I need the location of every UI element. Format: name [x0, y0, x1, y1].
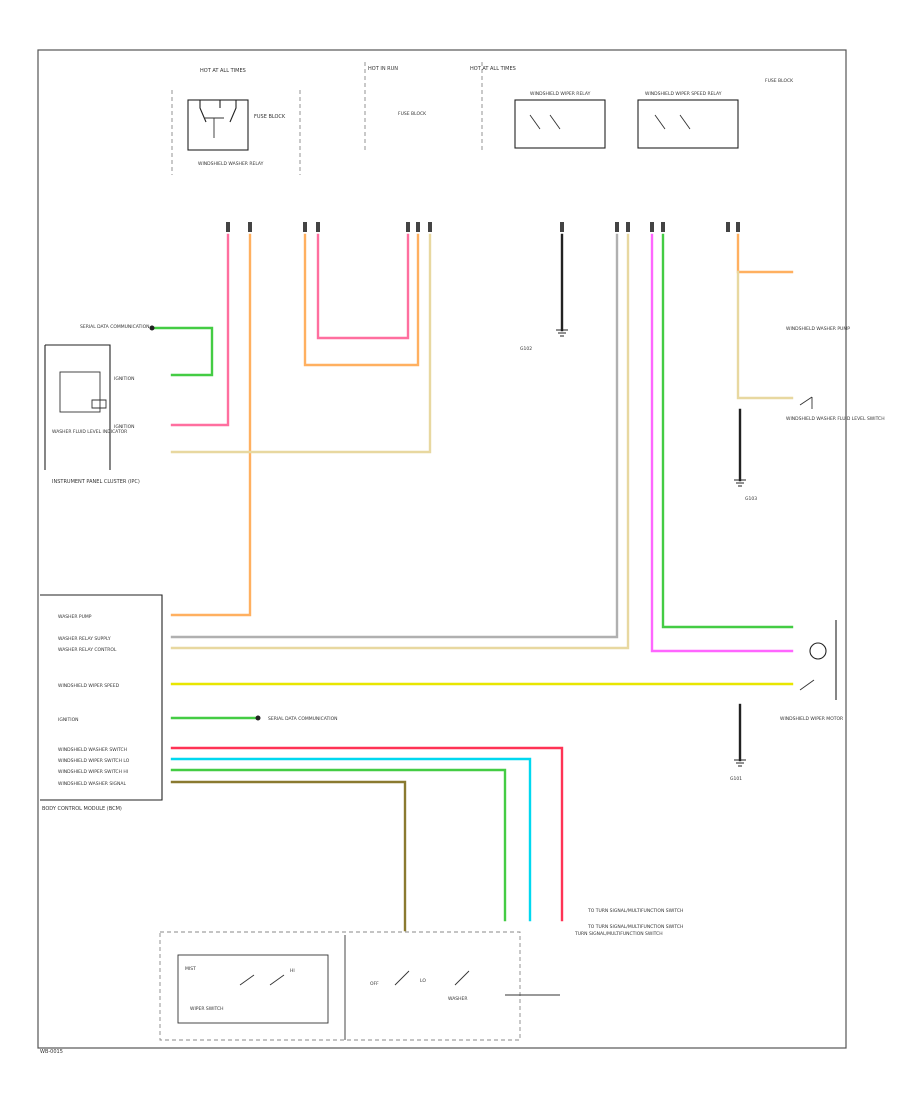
connector-terminal: [615, 222, 619, 232]
switch-ref-1: TO TURN SIGNAL/MULTIFUNCTION SWITCH: [587, 908, 683, 914]
wire-pink-ipc: [170, 233, 230, 427]
washer-pump: WINDSHIELD WASHER PUMP WINDSHIELD WASHER…: [786, 326, 885, 422]
bcm-pin-5: IGNITION: [58, 717, 79, 723]
ipc-lamp-label: WASHER FLUID LEVEL INDICATOR: [52, 429, 127, 435]
bcm-pin-3: WASHER RELAY CONTROL: [58, 647, 117, 653]
top-left-fuse-block: HOT AT ALL TIMES FUSE BLOCK WINDSHIELD W…: [171, 68, 301, 175]
wiper-motor: WINDSHIELD WIPER MOTOR: [780, 620, 843, 722]
wire-green-data-ipc: [150, 326, 214, 377]
connector-terminal: [661, 222, 665, 232]
connector-terminal: [428, 222, 432, 232]
switch-hi-label: HI: [290, 968, 295, 974]
pump-label: WINDSHIELD WASHER PUMP: [786, 326, 850, 332]
switch-off-label: OFF: [370, 981, 379, 987]
connector-terminal: [226, 222, 230, 232]
top-hot-label-2: HOT AT ALL TIMES: [470, 66, 516, 72]
wire-harness: [150, 233, 794, 932]
fuse-label-3: FUSE BLOCK: [765, 78, 794, 84]
wire-green-motor: [661, 233, 794, 629]
connector-terminal: [248, 222, 252, 232]
ground-label-3: G101: [730, 776, 742, 782]
switch-ref-2: TO TURN SIGNAL/MULTIFUNCTION SWITCH: [587, 924, 683, 930]
connector-terminal: [416, 222, 420, 232]
wire-green-switch: [170, 768, 507, 922]
wire-yellow-ipc: [170, 233, 432, 454]
connector-terminal: [626, 222, 630, 232]
switch-mist-label: MIST: [185, 966, 196, 972]
fluid-switch-label: WINDSHIELD WASHER FLUID LEVEL SWITCH: [786, 416, 885, 422]
switch-wiper-label: WIPER SWITCH: [190, 1006, 224, 1012]
bcm-pin-2: WASHER RELAY SUPPLY: [58, 636, 111, 642]
switch-lo-label: LO: [420, 978, 426, 984]
ipc-title: INSTRUMENT PANEL CLUSTER (IPC): [52, 479, 140, 485]
connector-terminal: [736, 222, 740, 232]
connector-row: [226, 222, 740, 232]
connector-terminal: [726, 222, 730, 232]
bcm-pin-8: WINDSHIELD WIPER SWITCH HI: [58, 769, 128, 775]
diagram-border: [37, 49, 847, 1049]
footer-code: WB-0015: [40, 1049, 63, 1055]
bcm-pin-9: WINDSHIELD WASHER SIGNAL: [58, 781, 126, 787]
fuse-label-1: FUSE BLOCK: [254, 114, 286, 120]
ipc-module: WASHER FLUID LEVEL INDICATOR INSTRUMENT …: [44, 324, 155, 485]
wire-tan-bcm: [170, 233, 630, 650]
bcm-data-label: SERIAL DATA COMMUNICATION: [268, 716, 337, 722]
wire-orange-loop-1: [303, 233, 420, 367]
top-middle-refs: HOT IN RUN HOT AT ALL TIMES FUSE BLOCK: [364, 62, 516, 150]
bcm-pin-4: WINDSHIELD WIPER SPEED: [58, 683, 120, 689]
connector-terminal: [650, 222, 654, 232]
top-power-label: HOT AT ALL TIMES: [200, 68, 246, 74]
relay-label-1: WINDSHIELD WIPER RELAY: [530, 91, 591, 97]
switch-washer-label: WASHER: [448, 996, 468, 1002]
connector-terminal: [406, 222, 410, 232]
bcm-title: BODY CONTROL MODULE (BCM): [42, 806, 122, 812]
ipc-data-label: SERIAL DATA COMMUNICATION: [80, 324, 149, 330]
connector-terminal: [316, 222, 320, 232]
wire-tan-right: [736, 270, 794, 400]
wire-violet-motor: [650, 233, 794, 653]
bcm-pin-6: WINDSHIELD WASHER SWITCH: [58, 747, 127, 753]
relay-label-left: WINDSHIELD WASHER RELAY: [198, 161, 264, 167]
bcm-pin-7: WINDSHIELD WIPER SWITCH LO: [58, 758, 130, 764]
motor-label: WINDSHIELD WIPER MOTOR: [780, 716, 843, 722]
ipc-pin-ignition-2: IGNITION: [114, 424, 135, 430]
bcm-module: WASHER PUMP WASHER RELAY SUPPLY WASHER R…: [40, 594, 337, 812]
connector-terminal: [303, 222, 307, 232]
bcm-pin-1: WASHER PUMP: [58, 614, 92, 620]
ground-symbols: G102 G103 G101: [520, 329, 757, 782]
switch-title: TURN SIGNAL/MULTIFUNCTION SWITCH: [574, 931, 663, 937]
fuse-label-2: FUSE BLOCK: [398, 111, 427, 117]
connector-terminal: [560, 222, 564, 232]
wire-blue-switch: [170, 757, 532, 922]
wire-pink-loop: [316, 233, 410, 340]
wire-red-switch: [170, 746, 564, 922]
wire-orange-right: [736, 233, 794, 274]
wire-brown-switch: [170, 780, 407, 932]
ground-label-1: G102: [520, 346, 532, 352]
ipc-data-dot: [149, 325, 155, 331]
wire-orange-bcm: [170, 233, 252, 617]
wire-gray-bcm: [170, 233, 619, 639]
ground-label-2: G103: [745, 496, 757, 502]
ipc-pin-ignition: IGNITION: [114, 376, 135, 382]
multifunction-switch: MIST HI OFF LO WASHER WIPER SWITCH TURN …: [159, 908, 683, 1041]
bcm-data-dot: [255, 715, 261, 721]
relay-label-2: WINDSHIELD WIPER SPEED RELAY: [645, 91, 722, 97]
top-hot-run-label: HOT IN RUN: [368, 66, 398, 72]
top-right-relays: WINDSHIELD WIPER RELAY WINDSHIELD WIPER …: [514, 78, 794, 149]
